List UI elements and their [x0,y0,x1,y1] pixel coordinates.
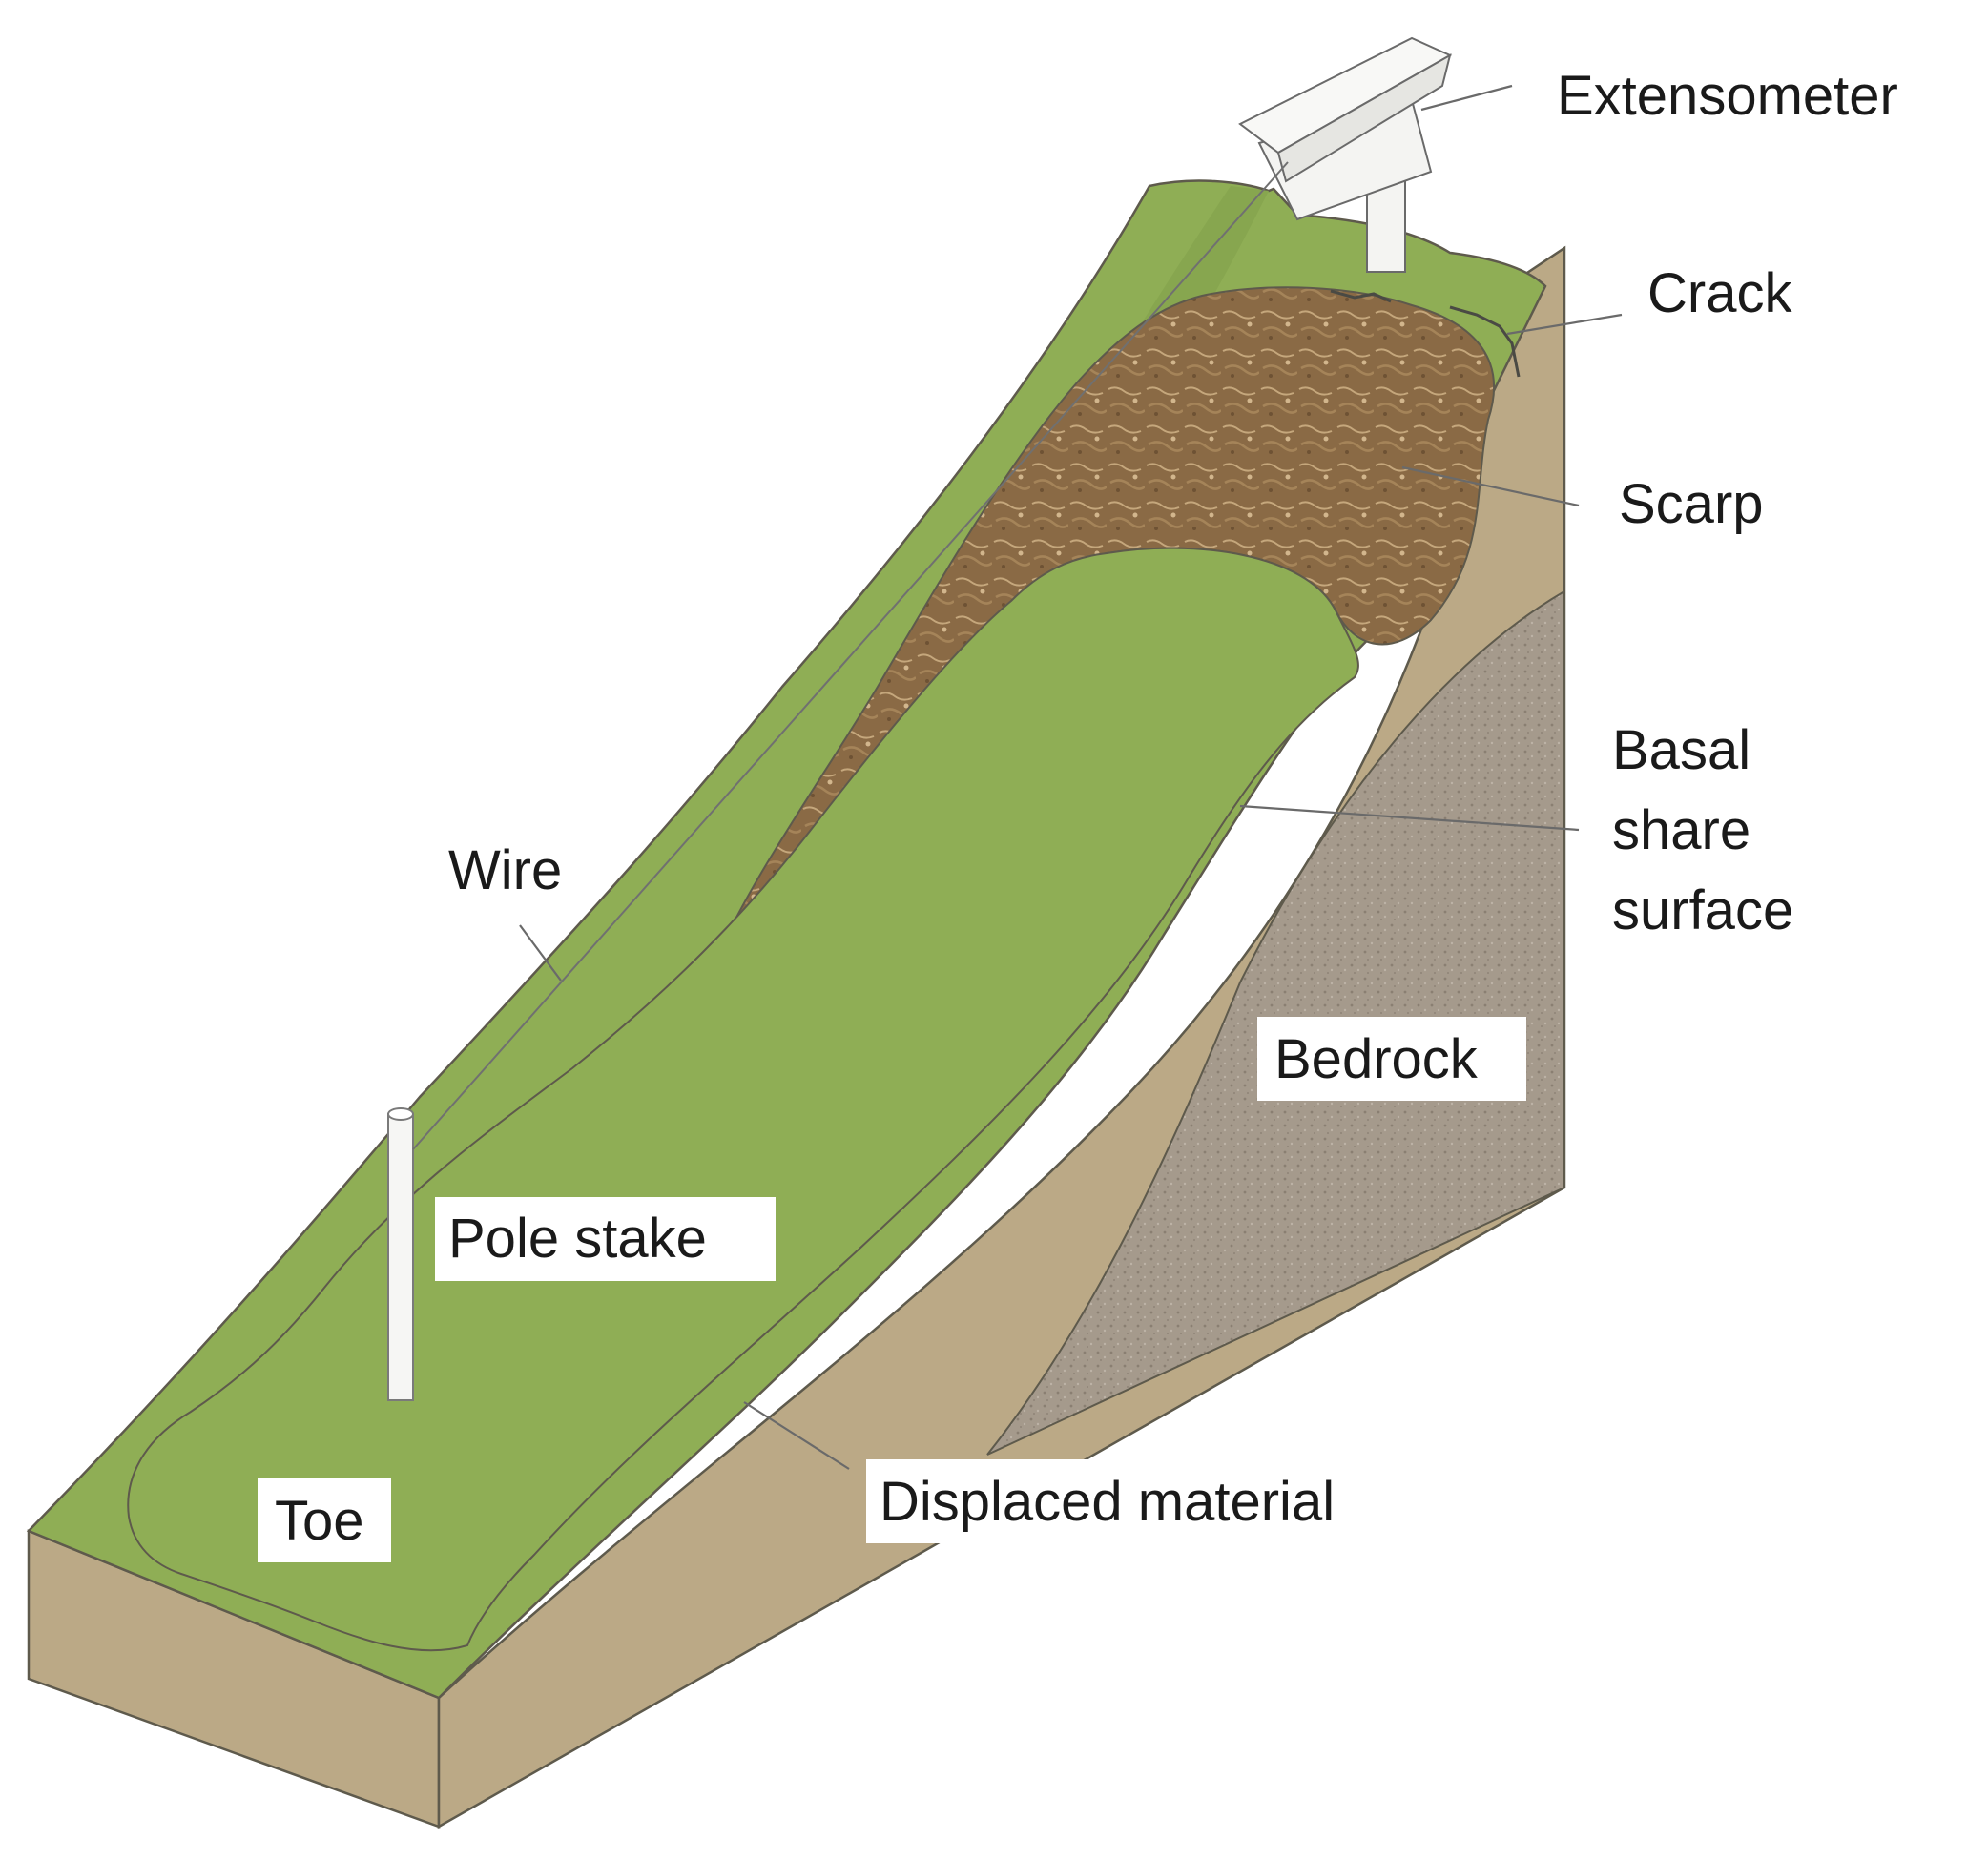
label-box-bedrock [1257,1017,1526,1101]
displaced-material-leader [743,1401,850,1470]
label-box-displaced-material [866,1459,1431,1543]
label-crack: Crack [1647,262,1792,324]
label-box-toe [258,1478,391,1562]
crack-marks [1330,289,1521,378]
label-basal-line3: surface [1612,879,1793,941]
label-displaced-material: Displaced material [880,1471,1335,1533]
extensometer-leader [1420,84,1513,112]
label-scarp: Scarp [1619,473,1764,535]
pole-stake [387,1107,414,1401]
displaced-material-body [127,547,1359,1652]
label-wire: Wire [448,839,562,901]
extensometer-device [1238,36,1453,273]
label-bedrock: Bedrock [1274,1028,1479,1090]
label-extensometer: Extensometer [1557,65,1898,127]
extensometer-box-side [1276,52,1452,183]
crack-leader [1506,313,1623,336]
wire [412,161,1289,1150]
label-basal-line2: share [1612,799,1750,861]
label-toe: Toe [275,1490,364,1552]
wire-leader [519,924,562,982]
label-basal-line1: Basal [1612,719,1750,781]
label-pole-stake: Pole stake [448,1208,707,1270]
label-box-pole-stake [435,1197,776,1281]
scarp-leader [1401,465,1580,507]
basal-leader [1239,804,1580,832]
